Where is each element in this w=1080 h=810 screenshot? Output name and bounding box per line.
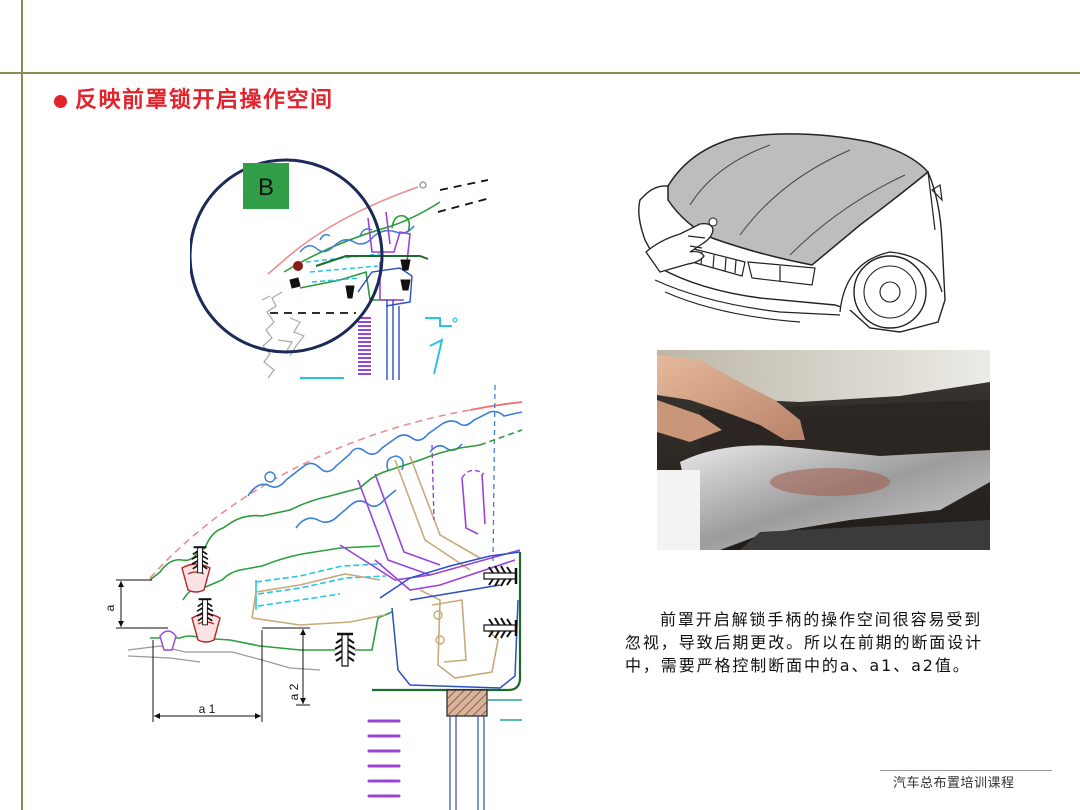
- detail-outer-skin: [267, 186, 419, 275]
- detail-cyan-dashed: [305, 253, 381, 283]
- hood-release-photo: [657, 350, 990, 550]
- section-latch-tan: [251, 455, 499, 679]
- push-clip: [333, 632, 357, 668]
- section-cyan-dashed: [255, 563, 387, 607]
- paragraph-line: 忽视，导致后期更改。所以在前期的断面设计: [625, 633, 984, 652]
- dim-a1-label: a 1: [199, 702, 216, 716]
- section-panel-centerline: [492, 384, 496, 566]
- car-emblem: [708, 217, 718, 227]
- car-rim: [863, 265, 917, 319]
- section-purple-ladder: [367, 719, 401, 798]
- section-panel-hole: [264, 471, 276, 483]
- dim-a-label: a: [103, 604, 117, 611]
- section-seal-outer-dashed: [479, 429, 523, 446]
- detail-latch-structure: [357, 267, 413, 380]
- detail-gray-outline: [261, 291, 305, 379]
- car-bumper-lines: [654, 171, 943, 323]
- photo-reflection: [770, 468, 890, 496]
- section-support-posts: [449, 716, 485, 810]
- detail-cyan-parts: [300, 317, 452, 379]
- dim-a-extension-lines: [116, 579, 168, 629]
- dim-a2-label: a 2: [287, 683, 301, 700]
- detail-red-clip: [293, 261, 303, 271]
- detail-dashed-lines: [270, 179, 491, 314]
- left-vertical-rule: [21, 0, 23, 810]
- hand-sketch: [645, 222, 714, 273]
- section-purple-grommet: [159, 630, 177, 651]
- car-hood-sketch: [638, 133, 946, 333]
- footer-rule: [880, 770, 1052, 771]
- detail-seal-line: [283, 201, 441, 301]
- paragraph-line: 中，需要严格控制断面中的a、a1、a2值。: [625, 656, 971, 675]
- detail-black-clips: [289, 259, 411, 299]
- section-seal-lower: [150, 545, 393, 651]
- detail-cyan-point: [452, 317, 458, 323]
- photo-fingers: [657, 400, 722, 442]
- title-bullet-icon: [54, 95, 67, 108]
- photo-hand: [657, 355, 805, 440]
- detail-magnifier-circle: [190, 158, 384, 354]
- car-hood-creases: [689, 144, 906, 256]
- section-bracket-purple: [339, 473, 521, 591]
- section-outer-skin: [469, 401, 523, 411]
- detail-label: B: [258, 174, 274, 201]
- section-outer-skin-dashed: [149, 409, 471, 579]
- detail-view-b: B: [190, 158, 491, 380]
- photo-grille-chrome: [680, 445, 990, 550]
- section-latch-housing: [379, 551, 521, 689]
- dim-a2-extension-lines: [262, 627, 310, 706]
- slide-title: 反映前罩锁开启操作空间: [75, 88, 334, 113]
- section-latch-tan-holes: [433, 610, 445, 645]
- paragraph-line: 前罩开启解锁手柄的操作空间很容易受到: [660, 610, 983, 629]
- car-hood: [667, 133, 930, 266]
- detail-inner-panel: [299, 225, 415, 253]
- footer-course-name: 汽车总布置培训课程: [893, 776, 1015, 791]
- detail-hinge-point: [419, 181, 427, 189]
- section-bracket-purple-dashed: [431, 444, 485, 521]
- dim-a1-extension-lines: [152, 630, 263, 722]
- section-radiator-frame: [372, 552, 522, 692]
- photo-white-corner: [657, 470, 700, 550]
- photo-lower-shadow: [740, 520, 990, 550]
- hood-latch-section: a a 1 a 2: [103, 384, 523, 810]
- detail-purple-hatch: [358, 317, 371, 375]
- detail-dark-green-line: [315, 255, 429, 267]
- car-hub: [879, 281, 901, 303]
- section-inner-panel-upper: [247, 410, 523, 497]
- explanation-paragraph: 前罩开启解锁手柄的操作空间很容易受到 忽视，导致后期更改。所以在前期的断面设计 …: [625, 608, 995, 677]
- section-teal-trim: [487, 699, 522, 721]
- section-hatched-block: [446, 689, 488, 717]
- detail-label-box: [243, 163, 289, 209]
- top-horizontal-rule: [0, 72, 1080, 74]
- push-clip: [482, 616, 518, 640]
- section-gray-structure: [127, 645, 321, 671]
- car-headlight: [747, 261, 816, 286]
- section-seal-outer: [149, 444, 481, 581]
- car-tire: [853, 255, 927, 329]
